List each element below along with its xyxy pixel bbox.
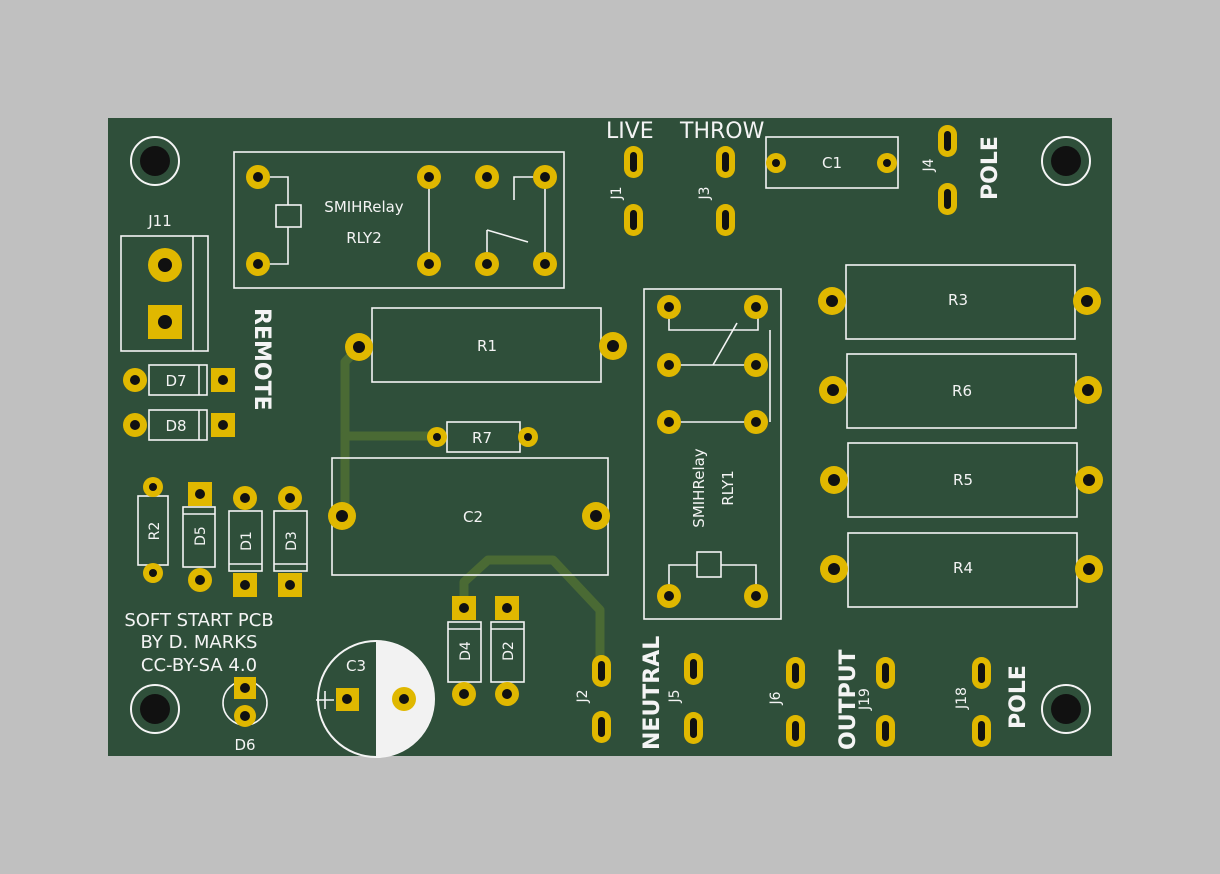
ref-j1: J1 [609, 186, 625, 200]
label-pole-bottom: POLE [1006, 665, 1031, 729]
rly1-ref: RLY1 [719, 470, 737, 506]
ref-d7: D7 [165, 372, 186, 390]
ref-r3: R3 [948, 291, 968, 309]
resistor-r6: R6 [819, 353, 1102, 429]
resistor-r1: R1 [345, 307, 627, 383]
capacitor-c1: C1 [765, 136, 899, 189]
capacitor-c3: C3 [316, 640, 435, 758]
resistor-r3: R3 [818, 264, 1101, 340]
label-output: OUTPUT [836, 649, 861, 750]
connector-j5: J5 [667, 653, 703, 744]
ref-j6: J6 [768, 691, 784, 705]
diode-d2: D2 [490, 596, 525, 706]
ref-j18: J18 [954, 687, 970, 710]
ref-d5: D5 [193, 526, 209, 546]
ref-r2: R2 [147, 522, 163, 541]
connector-j4: J4 [921, 125, 957, 215]
connector-j2: J2 [575, 655, 611, 743]
rly2-value: SMIHRelay [324, 198, 404, 216]
ref-j2: J2 [575, 689, 591, 703]
connector-j11: J11 [120, 212, 209, 352]
rly1-value: SMIHRelay [690, 448, 708, 528]
label-throw: THROW [679, 119, 765, 144]
ref-j3: J3 [697, 186, 713, 200]
ref-d1: D1 [239, 531, 255, 551]
ref-j4: J4 [921, 158, 937, 172]
ref-j5: J5 [667, 689, 683, 703]
ref-d8: D8 [165, 417, 186, 435]
ref-j19: J19 [857, 688, 873, 711]
ref-c1: C1 [822, 154, 842, 172]
ref-r6: R6 [952, 382, 972, 400]
relay-rly1: SMIHRelay RLY1 [643, 288, 782, 620]
resistor-r7: R7 [427, 421, 538, 453]
diode-d8: D8 [123, 409, 235, 441]
connector-j18: J18 [954, 657, 991, 747]
mounting-hole-icon [1041, 684, 1091, 734]
label-remote: REMOTE [249, 308, 274, 411]
connector-j1: J1 [609, 146, 643, 236]
relay-switch-icon [428, 176, 546, 264]
mounting-hole-icon [1041, 136, 1091, 186]
connector-j19: J19 [857, 657, 895, 747]
credit-line-2: BY D. MARKS [141, 632, 258, 653]
diode-d4: D4 [447, 596, 482, 706]
diode-d7: D7 [123, 364, 235, 396]
capacitor-c2: C2 [328, 457, 610, 576]
ref-r1: R1 [477, 337, 497, 355]
mounting-hole-icon [130, 684, 180, 734]
resistor-r5: R5 [820, 442, 1103, 518]
diode-d3: D3 [273, 486, 308, 597]
label-pole-top: POLE [978, 136, 1003, 200]
ref-c3: C3 [346, 657, 366, 675]
mounting-hole-icon [130, 136, 180, 186]
credit-line-1: SOFT START PCB [124, 610, 273, 631]
ref-d6: D6 [234, 736, 255, 754]
diode-d5: D5 [182, 482, 216, 592]
rly2-ref: RLY2 [346, 229, 382, 247]
led-d6: D6 [222, 677, 268, 754]
relay-rly2: SMIHRelay RLY2 [233, 151, 565, 289]
ref-r4: R4 [953, 559, 973, 577]
label-neutral: NEUTRAL [640, 636, 665, 750]
ref-d2: D2 [501, 641, 517, 661]
ref-c2: C2 [463, 508, 483, 526]
resistor-r4: R4 [820, 532, 1103, 608]
ref-r7: R7 [472, 429, 492, 447]
diode-d1: D1 [228, 486, 263, 597]
connector-j6: J6 [768, 657, 805, 747]
connector-j3: J3 [697, 146, 735, 236]
credit-line-3: CC-BY-SA 4.0 [141, 655, 257, 676]
ref-d4: D4 [458, 641, 474, 661]
ref-r5: R5 [953, 471, 973, 489]
label-live: LIVE [606, 119, 654, 144]
ref-d3: D3 [284, 531, 300, 551]
ref-j11: J11 [147, 212, 172, 230]
resistor-r2: R2 [137, 477, 169, 583]
